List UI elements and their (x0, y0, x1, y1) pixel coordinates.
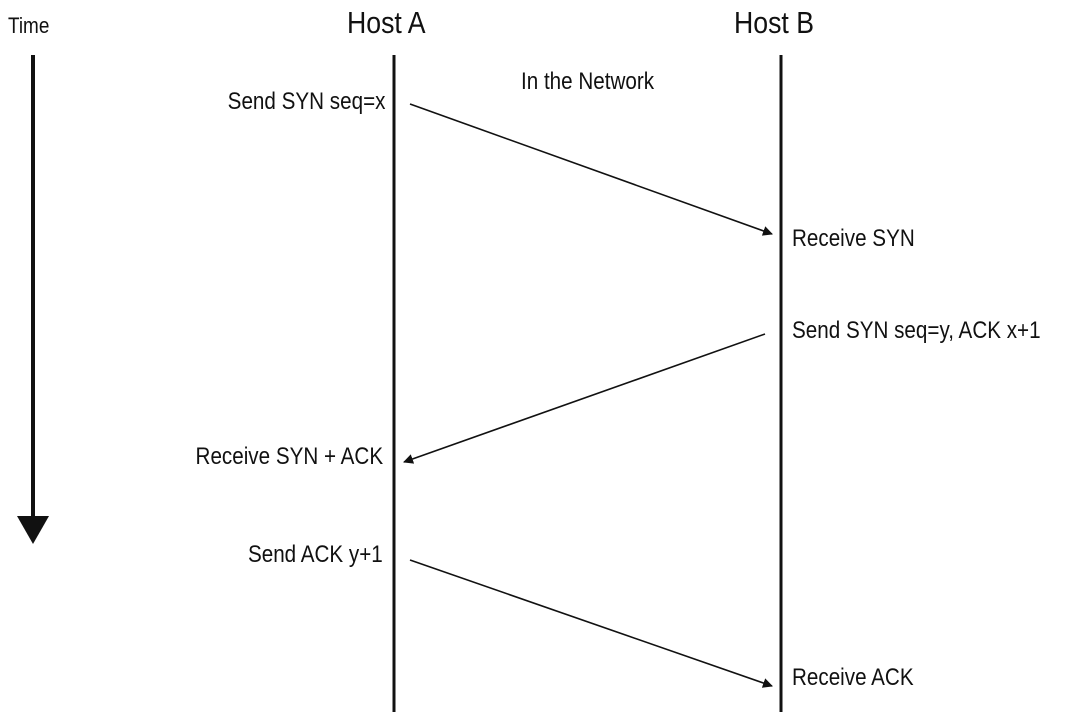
host-a-header: Host A (347, 5, 426, 40)
step-3-receive-label: Receive ACK (792, 664, 914, 691)
step-2-receive-label: Receive SYN + ACK (195, 443, 383, 470)
step-3-send-label: Send ACK y+1 (248, 541, 383, 568)
arrow-syn-ack (403, 333, 766, 464)
step-1-send-label: Send SYN seq=x (227, 88, 385, 115)
step-1-receive-label: Receive SYN (792, 225, 915, 252)
arrow-syn (409, 103, 773, 236)
time-axis-arrowhead (17, 516, 49, 544)
time-label: Time (8, 13, 50, 38)
host-b-header: Host B (734, 5, 815, 40)
arrow-ack (409, 559, 773, 688)
network-label: In the Network (521, 68, 655, 95)
step-2-send-label: Send SYN seq=y, ACK x+1 (792, 317, 1041, 344)
